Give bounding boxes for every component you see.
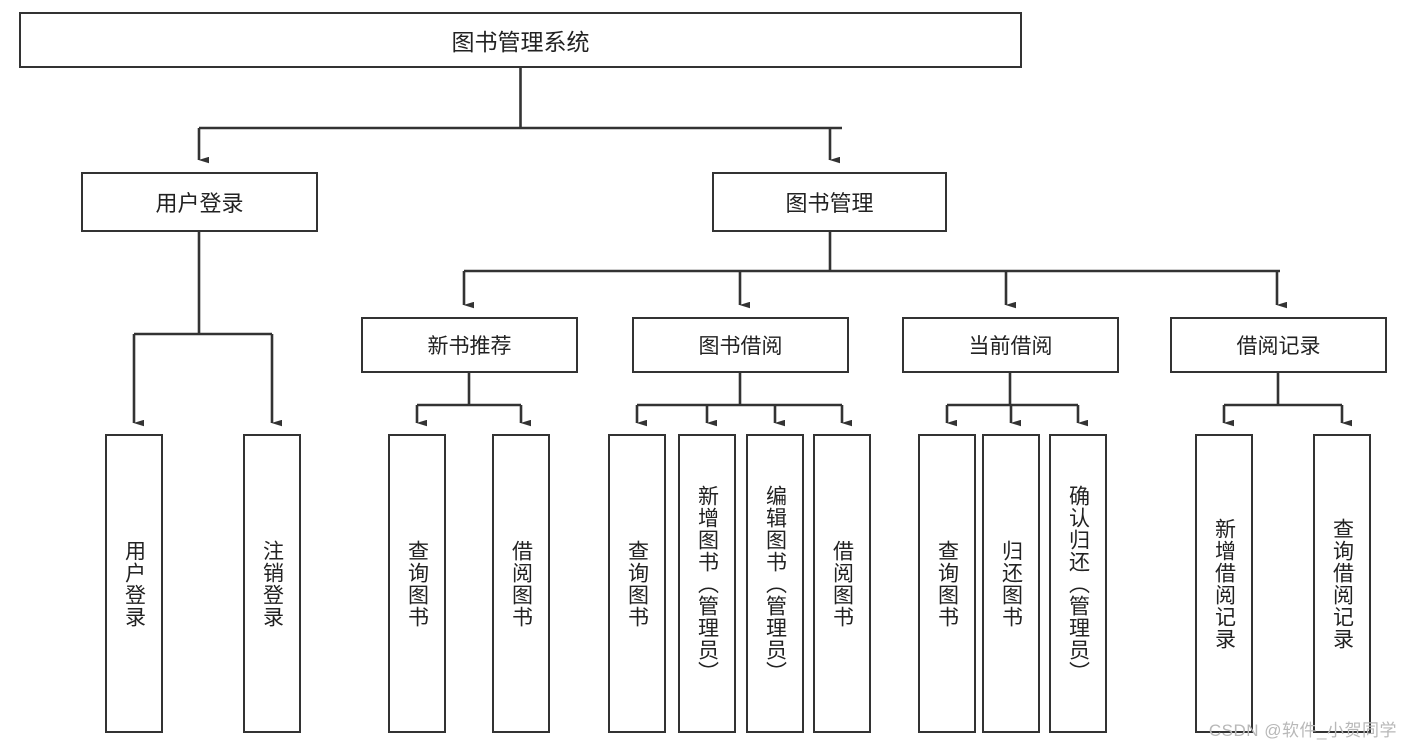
node-leaf-add-book[interactable]: 新增图书（管理员）	[678, 434, 736, 733]
leaf-label: 确认归还（管理员）	[1066, 484, 1090, 683]
node-new-book-recommend[interactable]: 新书推荐	[361, 317, 578, 373]
node-current-borrow[interactable]: 当前借阅	[902, 317, 1119, 373]
leaf-label: 归还图书	[999, 539, 1023, 628]
watermark-text: CSDN @软件_小贺同学	[1208, 721, 1397, 740]
node-borrow-record[interactable]: 借阅记录	[1170, 317, 1387, 373]
leaf-label: 借阅图书	[830, 539, 854, 628]
leaf-label: 查询图书	[405, 539, 429, 628]
node-leaf-return-book[interactable]: 归还图书	[982, 434, 1040, 733]
leaf-label: 新增借阅记录	[1212, 517, 1236, 650]
node-leaf-logout[interactable]: 注销登录	[243, 434, 301, 733]
node-user-login[interactable]: 用户登录	[81, 172, 318, 232]
leaf-label: 新增图书（管理员）	[695, 484, 719, 683]
node-root-system[interactable]: 图书管理系统	[19, 12, 1022, 68]
node-leaf-borrow-book-1[interactable]: 借阅图书	[492, 434, 550, 733]
node-leaf-user-login[interactable]: 用户登录	[105, 434, 163, 733]
leaf-label: 查询图书	[935, 539, 959, 628]
node-leaf-query-book-1[interactable]: 查询图书	[388, 434, 446, 733]
node-book-borrow[interactable]: 图书借阅	[632, 317, 849, 373]
node-book-manage[interactable]: 图书管理	[712, 172, 947, 232]
node-leaf-query-book-3[interactable]: 查询图书	[918, 434, 976, 733]
leaf-label: 用户登录	[122, 539, 146, 628]
node-leaf-borrow-book-2[interactable]: 借阅图书	[813, 434, 871, 733]
node-leaf-query-record[interactable]: 查询借阅记录	[1313, 434, 1371, 733]
leaf-label: 借阅图书	[509, 539, 533, 628]
leaf-label: 注销登录	[260, 539, 284, 628]
node-leaf-edit-book[interactable]: 编辑图书（管理员）	[746, 434, 804, 733]
leaf-label: 查询图书	[625, 539, 649, 628]
node-leaf-confirm-return[interactable]: 确认归还（管理员）	[1049, 434, 1107, 733]
node-leaf-add-record[interactable]: 新增借阅记录	[1195, 434, 1253, 733]
leaf-label: 查询借阅记录	[1330, 517, 1354, 650]
node-leaf-query-book-2[interactable]: 查询图书	[608, 434, 666, 733]
leaf-label: 编辑图书（管理员）	[763, 484, 787, 683]
